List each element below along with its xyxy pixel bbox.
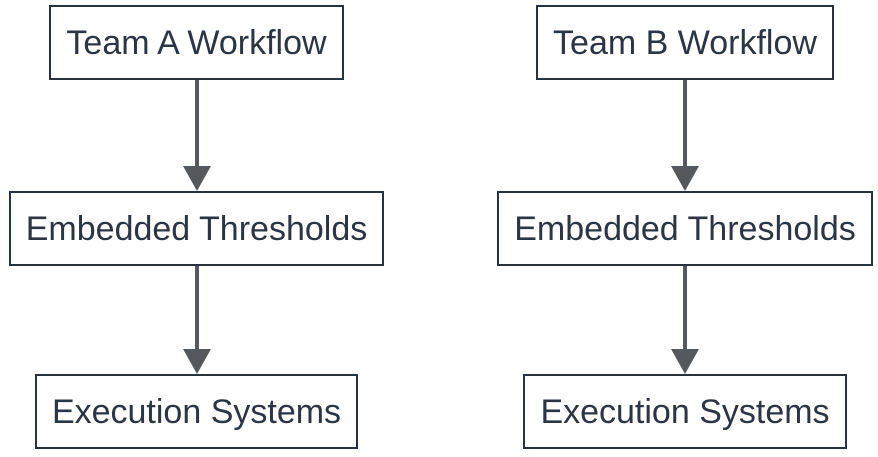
arrow-shaft	[194, 266, 199, 349]
arrowhead-icon	[182, 349, 211, 374]
arrowhead-icon	[671, 166, 699, 191]
node-team-a-workflow: Team A Workflow	[49, 5, 344, 80]
node-team-a-execution-systems: Execution Systems	[34, 374, 359, 449]
node-label: Embedded Thresholds	[514, 209, 856, 248]
node-team-b-workflow: Team B Workflow	[536, 5, 834, 80]
node-team-a-embedded-thresholds: Embedded Thresholds	[8, 191, 385, 266]
arrow-team-b-2	[671, 266, 699, 374]
arrow-shaft	[194, 80, 199, 166]
node-team-b-execution-systems: Execution Systems	[523, 374, 847, 449]
node-label: Team A Workflow	[66, 23, 327, 62]
node-team-b-embedded-thresholds: Embedded Thresholds	[497, 191, 873, 266]
arrowhead-icon	[182, 166, 211, 191]
node-label: Execution Systems	[540, 392, 830, 431]
node-label: Embedded Thresholds	[25, 209, 368, 248]
flow-column-team-b: Team B Workflow Embedded Thresholds Exec…	[496, 5, 874, 449]
arrow-team-a-1	[182, 80, 211, 191]
arrow-team-a-2	[182, 266, 211, 374]
arrow-shaft	[683, 80, 687, 166]
flow-column-team-a: Team A Workflow Embedded Thresholds Exec…	[8, 5, 385, 449]
node-label: Team B Workflow	[553, 23, 817, 62]
node-label: Execution Systems	[51, 392, 342, 431]
arrowhead-icon	[671, 349, 699, 374]
arrow-team-b-1	[671, 80, 699, 191]
arrow-shaft	[683, 266, 687, 349]
